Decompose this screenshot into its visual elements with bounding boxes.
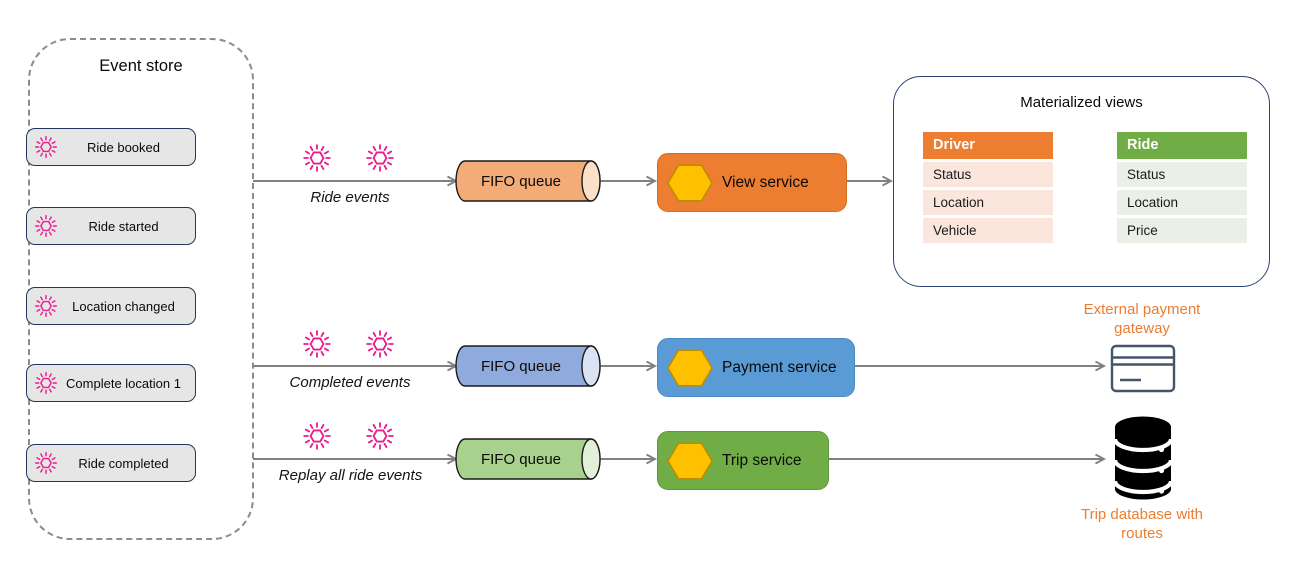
fifo-queue-rides: FIFO queue xyxy=(455,159,603,203)
external-gateway-label: External payment gateway xyxy=(1083,301,1201,337)
table-row: Location xyxy=(923,190,1053,215)
payment-service: Payment service xyxy=(657,338,855,397)
materialized-views-panel: Materialized views Driver Status Locatio… xyxy=(893,76,1270,287)
event-label: Ride started xyxy=(88,218,159,234)
table-row: Vehicle xyxy=(923,218,1053,243)
event-label: Ride completed xyxy=(78,455,169,471)
queue-label: FIFO queue xyxy=(480,450,562,468)
event-burst-icon xyxy=(34,451,58,475)
driver-table: Driver Status Location Vehicle xyxy=(923,132,1053,243)
event-label: Ride booked xyxy=(87,139,160,155)
event-ride-completed: Ride completed xyxy=(26,444,196,482)
hexagon-icon xyxy=(667,441,713,481)
event-label: Location changed xyxy=(72,298,175,314)
table-row: Location xyxy=(1117,190,1247,215)
ride-table: Ride Status Location Price xyxy=(1117,132,1247,243)
table-row: Status xyxy=(1117,162,1247,187)
view-service: View service xyxy=(657,153,847,212)
flow1-burst-icon xyxy=(302,143,332,173)
cylinder-icon xyxy=(455,160,601,202)
fifo-queue-payments: FIFO queue xyxy=(455,344,603,388)
driver-table-header: Driver xyxy=(923,132,1053,159)
event-ride-started: Ride started xyxy=(26,207,196,245)
table-row: Status xyxy=(923,162,1053,187)
trip-service: Trip service xyxy=(657,431,829,490)
event-label: Complete location 1 xyxy=(66,375,181,391)
cylinder-icon xyxy=(455,345,601,387)
event-location-changed: Location changed xyxy=(26,287,196,325)
hexagon-icon xyxy=(667,163,713,203)
event-burst-icon xyxy=(34,294,58,318)
database-icon xyxy=(1112,416,1174,500)
trip-database-label: Trip database with routes xyxy=(1080,506,1203,542)
table-row: Price xyxy=(1117,218,1247,243)
event-burst-icon xyxy=(34,135,58,159)
flow2-burst-icon xyxy=(302,329,332,359)
event-ride-booked: Ride booked xyxy=(26,128,196,166)
event-complete-location: Complete location 1 xyxy=(26,364,196,402)
flow1-burst-icon xyxy=(365,143,395,173)
flow1-label: Ride events xyxy=(310,189,390,206)
credit-card-icon xyxy=(1110,344,1176,393)
flow3-burst-icon xyxy=(365,421,395,451)
cylinder-icon xyxy=(455,438,601,480)
queue-label: FIFO queue xyxy=(480,172,562,190)
service-label: Payment service xyxy=(722,358,837,376)
event-burst-icon xyxy=(34,214,58,238)
service-label: Trip service xyxy=(722,451,802,469)
event-burst-icon xyxy=(34,371,58,395)
hexagon-icon xyxy=(667,348,713,388)
service-label: View service xyxy=(722,173,809,191)
event-store-title: Event store xyxy=(99,57,183,75)
queue-label: FIFO queue xyxy=(480,357,562,375)
fifo-queue-replay: FIFO queue xyxy=(455,437,603,481)
flow2-burst-icon xyxy=(365,329,395,359)
flow3-label: Replay all ride events xyxy=(278,467,423,484)
flow2-label: Completed events xyxy=(289,374,411,391)
flow3-burst-icon xyxy=(302,421,332,451)
ride-table-header: Ride xyxy=(1117,132,1247,159)
materialized-views-title: Materialized views xyxy=(1020,94,1143,111)
